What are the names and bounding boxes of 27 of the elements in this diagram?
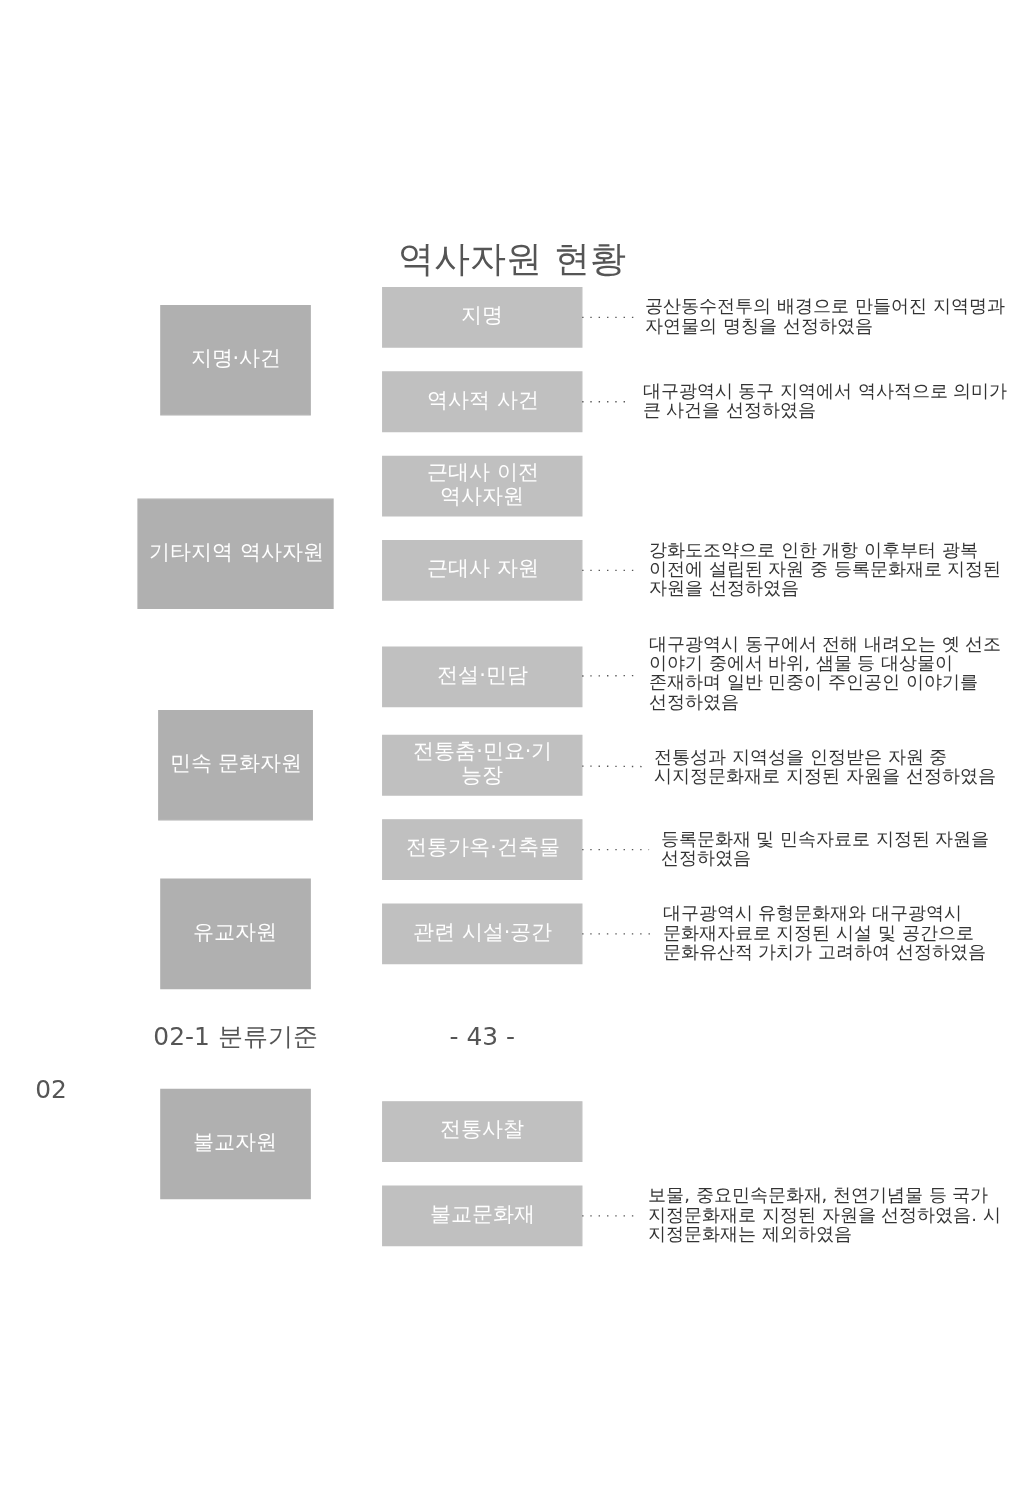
node-text: 대구광역시 동구에서 전해 내려오는 옛 선조 이야기 중에서 바위, 샘물 등 대상물이 존재하며 일반 민중이 주인공인 이야기를 선정하였음 (648, 632, 1002, 712)
node-box: 관련 시설·공간 (382, 903, 583, 964)
node-box: 유교자원 (160, 878, 311, 989)
node-text: 전통성과 지역성을 인정받은 자원 중 시지정문화재로 지정된 자원을 선정하였음 (654, 745, 996, 786)
node-box: 전통사찰 (382, 1100, 583, 1162)
node-text: 공산동수전투의 배경으로 만들어진 지역명과 자연물의 명칭을 선정하였음 (645, 294, 1005, 336)
node-box: 전통가옥·건축물 (382, 818, 583, 880)
node-text: 대구광역시 유형문화재와 대구광역시 문화재자료로 지정된 시설 및 공간으로 문화유산적 가치가 고려하여 선정하였음 (662, 901, 986, 962)
node-box: 불교자원 (160, 1088, 311, 1199)
label: 02 (35, 1074, 67, 1104)
node-box: 전설·민담 (382, 645, 583, 707)
diagram-title: 역사자원 현황 (398, 237, 626, 279)
node-box: 근대사 이전 역사자원 (382, 455, 583, 516)
label: 02-1 분류기준 (153, 1021, 318, 1051)
node-box: 역사적 사건 (382, 370, 583, 432)
node-box: 기타지역 역사자원 (137, 498, 334, 609)
node-box: 전통춤·민요·기능장 (382, 734, 583, 796)
node-box: 지명·사건 (160, 304, 311, 416)
node-box: 민속 문화자원 (158, 709, 313, 821)
node-box: 근대사 자원 (382, 539, 583, 601)
node-box: 불교문화재 (382, 1185, 583, 1246)
node-text: 보물, 중요민속문화재, 천연기념물 등 국가 지정문화재로 지정된 자원을 선정하였음. 시 지정문화재는 제외하였음 (648, 1183, 1001, 1244)
label: - 43 - (449, 1021, 515, 1051)
node-box: 지명 (382, 286, 583, 348)
node-text: 대구광역시 동구 지역에서 역사적으로 의미가 큰 사건을 선정하였음 (642, 379, 1008, 420)
node-text: 등록문화재 및 민속자료로 지정된 자원을 선정하였음 (660, 827, 990, 868)
node-text: 강화도조약으로 인한 개항 이후부터 광복 이전에 설립된 자원 중 등록문화재로 지정된 자원을 선정하였음 (648, 538, 1002, 598)
